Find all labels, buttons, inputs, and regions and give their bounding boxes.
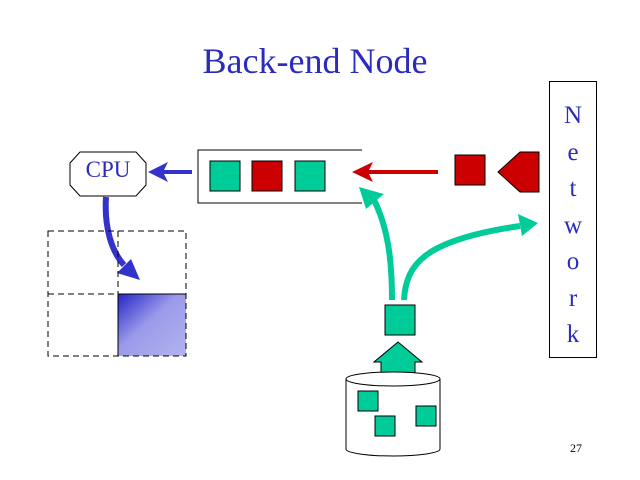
incoming-packet: [454, 154, 486, 186]
cpu-octagon: [69, 151, 147, 197]
network-letter: w: [563, 211, 583, 239]
memory-grid: [47, 230, 187, 357]
network-label: N e t w o r k: [549, 98, 597, 354]
queue-item-teal-2: [294, 160, 326, 192]
disk-output-packet: [384, 304, 416, 336]
queue-to-cpu-arrow: [148, 162, 192, 182]
network-letter: e: [567, 138, 579, 166]
disk-to-network-arrow: [401, 214, 538, 301]
queue-item-red: [251, 160, 283, 192]
network-letter: o: [566, 248, 580, 275]
network-box: [549, 81, 597, 358]
disk-block-2: [415, 405, 437, 427]
disk-to-queue-arrow: [359, 187, 395, 301]
grid-cell-shaded: [118, 294, 186, 356]
network-block-arrow: [497, 151, 540, 193]
disk-block-1: [357, 390, 379, 412]
page-number: 27: [570, 441, 582, 455]
cpu-to-grid-arrow: [102, 196, 140, 280]
cpu-label: CPU: [85, 157, 131, 182]
disk-block-3: [374, 415, 396, 437]
queue-item-teal-1: [209, 160, 241, 192]
network-letter: t: [569, 175, 577, 202]
network-letter: r: [568, 284, 578, 312]
network-letter: N: [563, 102, 583, 129]
network-letter: k: [566, 321, 580, 348]
slide-title: Back-end Node: [202, 41, 428, 81]
network-to-queue-arrow: [352, 162, 438, 182]
disk-cylinder: [345, 371, 441, 457]
